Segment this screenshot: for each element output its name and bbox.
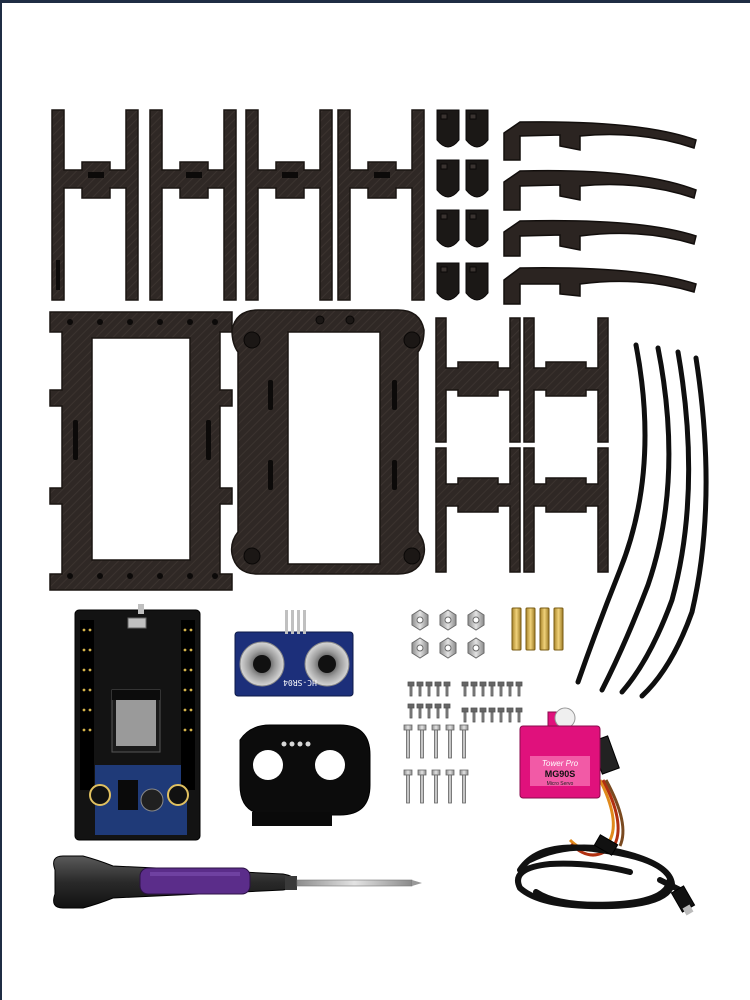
hip-connector [435, 317, 521, 443]
leg-bracket [51, 109, 139, 301]
rubber-bands [575, 342, 709, 699]
body-frame-left [49, 311, 233, 591]
long-screws [403, 724, 469, 804]
nut [467, 609, 485, 631]
hip-connector [523, 447, 609, 573]
clip-piece [465, 209, 489, 248]
controller-board [74, 604, 201, 841]
leg-bracket-group [51, 109, 425, 301]
rubber-band [619, 349, 692, 695]
leg-arm [503, 169, 697, 211]
servo-brand-label: Tower Pro [542, 759, 579, 768]
left-border [0, 0, 2, 1000]
leg-arms [503, 121, 697, 305]
clip-piece [465, 262, 489, 301]
clip-piece [436, 262, 460, 301]
nut [411, 609, 429, 631]
leg-arm [503, 219, 697, 257]
hip-connector [523, 317, 609, 443]
screwdriver [53, 855, 422, 909]
hip-connector [435, 447, 521, 573]
rubber-band [639, 355, 709, 699]
nut [439, 637, 457, 659]
servo-motor: Tower Pro MG90S Micro Servo [519, 707, 625, 857]
clip-piece [436, 159, 460, 198]
standoff [511, 607, 522, 651]
standoff [525, 607, 536, 651]
clip-piece [436, 209, 460, 248]
servo-model-label: MG90S [545, 769, 576, 779]
nut [411, 637, 429, 659]
leg-bracket [337, 109, 425, 301]
rubber-band [599, 345, 672, 693]
usb-cable [515, 834, 696, 916]
leg-arm [503, 267, 697, 305]
standoff [539, 607, 550, 651]
standoff [553, 607, 564, 651]
hip-connectors [435, 317, 609, 573]
clip-piece [436, 109, 460, 148]
leg-bracket [149, 109, 237, 301]
clip-piece [465, 159, 489, 198]
clip-pieces [436, 109, 489, 301]
small-screws [407, 681, 523, 723]
nut [439, 609, 457, 631]
clip-piece [465, 109, 489, 148]
nut [467, 637, 485, 659]
nuts [411, 609, 485, 659]
rubber-band [575, 342, 648, 685]
top-border [0, 0, 750, 3]
brass-standoffs [511, 607, 564, 651]
sensor-model-label: HC-SR04 [283, 678, 317, 687]
body-frame-right [230, 309, 426, 575]
leg-arm [503, 121, 697, 161]
sensor-mount [239, 724, 371, 826]
ultrasonic-sensor: HC-SR04 [234, 610, 354, 697]
servo-sub-label: Micro Servo [547, 781, 574, 787]
leg-bracket [245, 109, 333, 301]
